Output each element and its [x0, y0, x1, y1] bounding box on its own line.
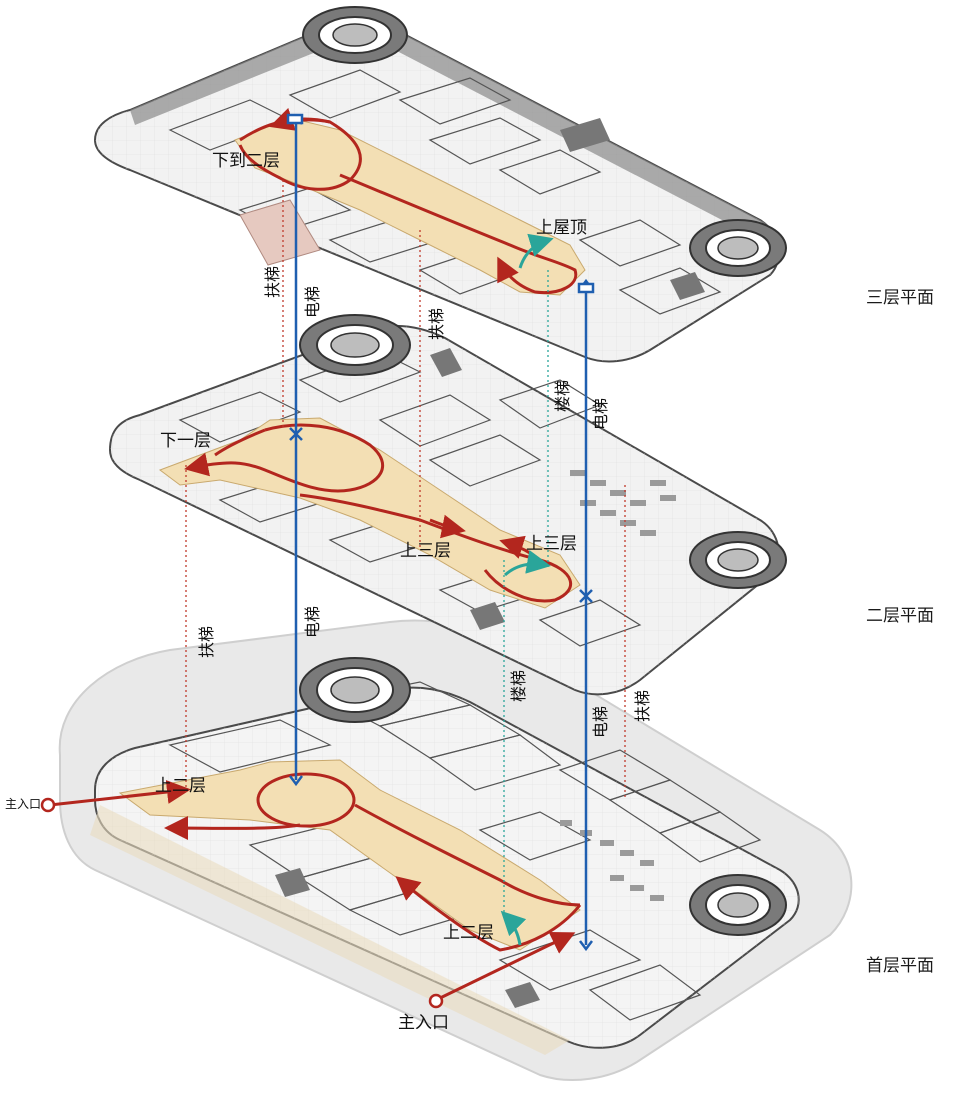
floor-title-third: 三层平面: [866, 288, 934, 308]
floor-title-ground: 首层平面: [866, 956, 934, 976]
elevator-connectors: [286, 113, 595, 952]
label-escalator: 扶梯: [427, 308, 446, 340]
label-down-to-1: 下一层: [160, 431, 211, 451]
rotunda-core-icon: [299, 314, 411, 376]
label-up-to-3-b: 上三层: [526, 534, 577, 554]
rotunda-core-icon: [689, 874, 787, 936]
label-stairs: 楼梯: [553, 380, 572, 412]
label-elevator: 电梯: [591, 398, 610, 430]
floor-title-second: 二层平面: [866, 606, 934, 626]
rotunda-core-icon: [299, 657, 411, 723]
label-stairs: 楼梯: [509, 670, 528, 702]
second-floor-plan: [108, 314, 787, 696]
third-floor-plan: [93, 6, 787, 363]
label-down-to-2: 下到二层: [212, 151, 280, 171]
label-up-to-2-a: 上二层: [155, 776, 206, 796]
label-up-to-2-b: 上二层: [443, 923, 494, 943]
label-main-entrance-bottom: 主入口: [398, 1013, 449, 1033]
label-elevator: 电梯: [591, 706, 610, 738]
label-elevator: 电梯: [303, 606, 322, 638]
label-main-entrance-left: 主入口: [5, 797, 41, 811]
escalator-connectors: [185, 180, 626, 800]
route-labels: 下到二层 上屋顶 下一层 上三层 上三层 上二层 上二层 主入口 主入口: [5, 151, 587, 1033]
rotunda-core-icon: [302, 6, 408, 64]
rotunda-core-icon: [689, 531, 787, 589]
label-elevator: 电梯: [303, 286, 322, 318]
connector-labels: 扶梯 扶梯 扶梯 扶梯 电梯 电梯 电梯 电梯 楼梯 楼梯: [197, 266, 652, 738]
rotunda-core-icon: [689, 219, 787, 277]
label-escalator: 扶梯: [197, 626, 216, 658]
stair-connectors: [503, 270, 549, 915]
label-to-roof: 上屋顶: [536, 218, 587, 238]
ground-floor-plan: [40, 619, 853, 1081]
label-escalator: 扶梯: [263, 266, 282, 298]
label-escalator: 扶梯: [633, 690, 652, 722]
label-up-to-3-a: 上三层: [400, 541, 451, 561]
